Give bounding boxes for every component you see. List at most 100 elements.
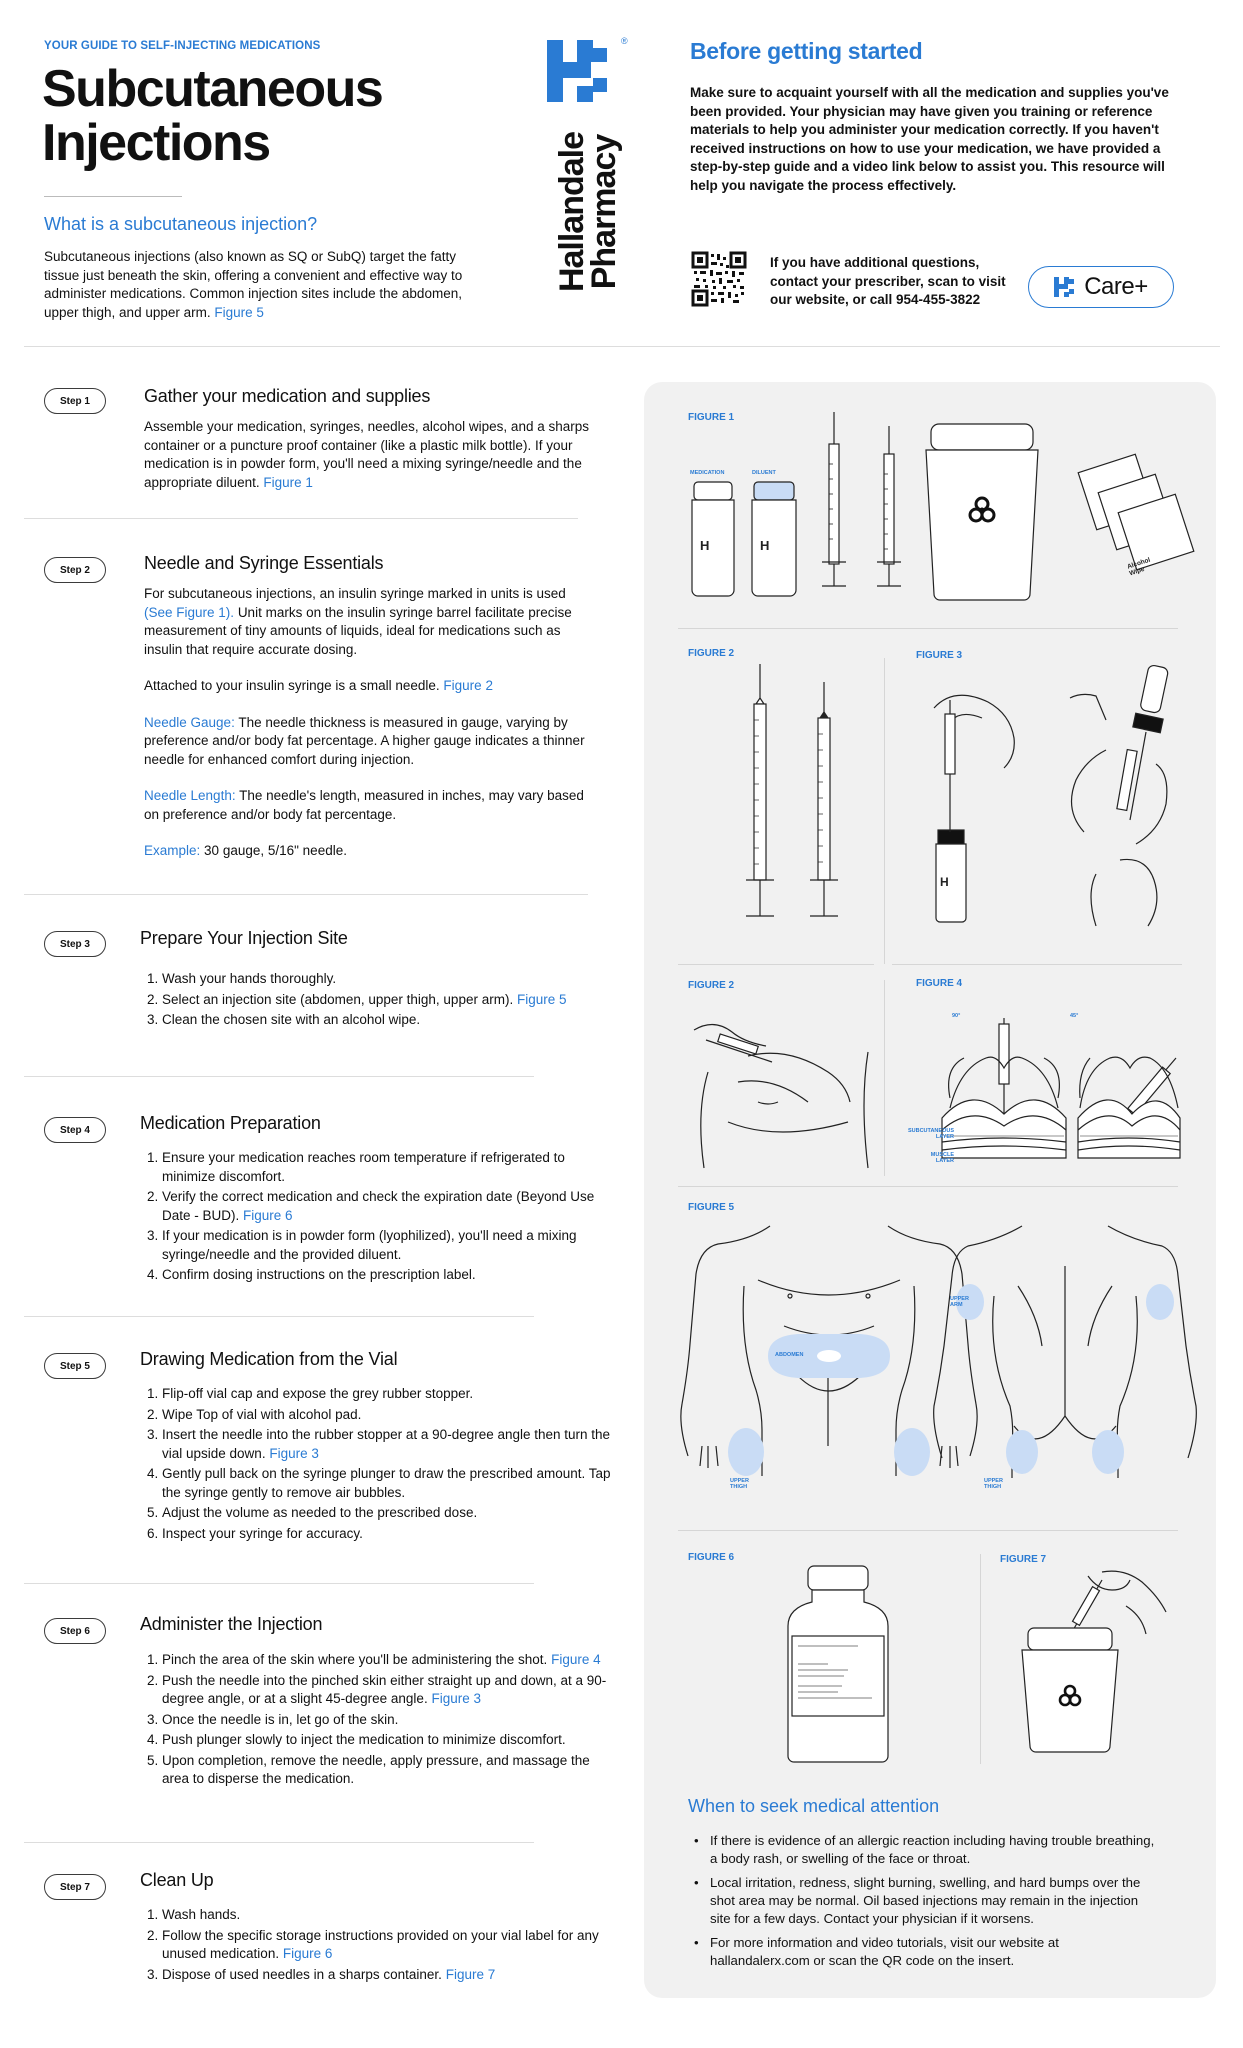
list-item: If there is evidence of an allergic reac… — [692, 1832, 1162, 1868]
list-item: Adjust the volume as needed to the presc… — [162, 1504, 614, 1523]
step-7-badge: Step 7 — [44, 1874, 106, 1900]
care-plus-button[interactable]: Care+ — [1028, 266, 1174, 308]
step-2-badge: Step 2 — [44, 557, 106, 583]
figure-2-link[interactable]: Figure 2 — [443, 678, 493, 693]
figure-link[interactable]: Figure 5 — [516, 991, 567, 1007]
injection-sites-illustration — [680, 1225, 1197, 1478]
list-item: If your medication is in powder form (ly… — [162, 1227, 604, 1264]
sharps-disposal-illustration — [1021, 1570, 1167, 1753]
panel-divider — [892, 964, 1182, 965]
step-1-title: Gather your medication and supplies — [144, 386, 431, 406]
panel-divider — [884, 658, 885, 964]
list-item: Dispose of used needles in a sharps cont… — [162, 1966, 614, 1985]
step-4-badge: Step 4 — [44, 1117, 106, 1143]
step-3-list: Wash your hands thoroughly. Select an inj… — [144, 970, 604, 1032]
list-item: Insert the needle into the rubber stoppe… — [162, 1426, 614, 1463]
medication-label: MEDICATION — [690, 470, 725, 476]
figure-link[interactable]: Figure 4 — [551, 1652, 601, 1667]
list-item: Inspect your syringe for accuracy. — [162, 1525, 614, 1544]
panel-divider — [678, 964, 874, 965]
injection-angles-illustration — [941, 1018, 1181, 1159]
list-item: Push plunger slowly to inject the medica… — [162, 1731, 614, 1750]
list-item: Upon completion, remove the needle, appl… — [162, 1752, 614, 1789]
figure-link[interactable]: Figure 3 — [431, 1691, 481, 1706]
list-item: Gently pull back on the syringe plunger … — [162, 1465, 614, 1502]
step-4-list: Ensure your medication reaches room temp… — [144, 1149, 604, 1287]
step-4-title: Medication Preparation — [140, 1113, 321, 1133]
see-figure-1-link[interactable]: (See Figure 1). — [144, 604, 235, 620]
step-3-title: Prepare Your Injection Site — [140, 928, 348, 948]
panel-divider — [678, 1530, 1178, 1531]
figure-4-label: FIGURE 4 — [916, 978, 963, 989]
pinch-inject-illustration — [693, 1023, 869, 1169]
list-item: Ensure your medication reaches room temp… — [162, 1149, 604, 1186]
list-item: Once the needle is in, let go of the ski… — [162, 1711, 614, 1730]
step-divider — [24, 894, 588, 895]
figure-7-label: FIGURE 7 — [1000, 1554, 1047, 1565]
contact-info: If you have additional questions, contac… — [770, 255, 1006, 307]
abdomen-label: ABDOMEN — [775, 1352, 804, 1358]
panel-divider — [678, 1186, 1178, 1187]
figure-link[interactable]: Figure 7 — [445, 1966, 496, 1982]
before-heading: Before getting started — [690, 38, 923, 64]
what-is-body: Subcutaneous injections (also known as S… — [44, 249, 463, 320]
step-3-badge: Step 3 — [44, 931, 106, 957]
care-logo-icon — [1054, 277, 1075, 297]
step-5-title: Drawing Medication from the Vial — [140, 1349, 398, 1369]
step-2-title: Needle and Syringe Essentials — [144, 553, 384, 573]
before-body: Make sure to acquaint yourself with all … — [690, 85, 1169, 193]
list-item: Push the needle into the pinched skin ei… — [162, 1672, 614, 1709]
list-item: Verify the correct medication and check … — [162, 1188, 604, 1225]
step-5-badge: Step 5 — [44, 1353, 106, 1379]
diluent-label: DILUENT — [752, 470, 776, 476]
step-divider — [24, 1316, 534, 1317]
list-item: Follow the specific storage instructions… — [162, 1927, 614, 1964]
panel-divider — [678, 628, 1178, 629]
figure-5-link[interactable]: Figure 5 — [214, 304, 264, 320]
svg-text:H: H — [700, 538, 709, 553]
supplies-illustration: H H — [691, 412, 1195, 601]
list-item: Select an injection site (abdomen, upper… — [162, 991, 604, 1010]
list-item: Wash your hands thoroughly. — [162, 970, 604, 989]
figure-link[interactable]: Figure 6 — [282, 1946, 333, 1961]
list-item: Confirm dosing instructions on the presc… — [162, 1266, 604, 1285]
step-2-body: For subcutaneous injections, an insulin … — [144, 586, 585, 858]
figure-1-link[interactable]: Figure 1 — [263, 474, 313, 490]
drawing-medication-illustration: H — [933, 664, 1169, 927]
step-6-list: Pinch the area of the skin where you'll … — [144, 1651, 614, 1791]
page-title: Subcutaneous Injections — [42, 60, 384, 172]
seek-attention-heading: When to seek medical attention — [688, 1796, 940, 1816]
step-5-list: Flip-off vial cap and expose the grey ru… — [144, 1385, 614, 1545]
list-item: Wipe Top of vial with alcohol pad. — [162, 1406, 614, 1425]
registered-mark: ® — [621, 36, 628, 46]
step-6-title: Administer the Injection — [140, 1614, 323, 1634]
what-is-heading: What is a subcutaneous injection? — [44, 214, 318, 234]
kicker: YOUR GUIDE TO SELF-INJECTING MEDICATIONS — [44, 40, 321, 52]
list-item: Flip-off vial cap and expose the grey ru… — [162, 1385, 614, 1404]
figure-1-label: FIGURE 1 — [688, 412, 735, 423]
step-1-body: Assemble your medication, syringes, need… — [144, 419, 589, 490]
panel-divider — [980, 1554, 981, 1764]
figure-2-repeat-label: FIGURE 2 — [688, 980, 735, 991]
figure-3-label: FIGURE 3 — [916, 650, 963, 661]
step-7-title: Clean Up — [140, 1870, 214, 1890]
forty-five-degree-label: 45° — [1070, 1013, 1079, 1019]
list-item: For more information and video tutorials… — [692, 1934, 1162, 1970]
qr-code-icon[interactable] — [691, 251, 747, 307]
pharmacy-logo-icon — [547, 40, 607, 102]
step-divider — [24, 1842, 534, 1843]
list-item: Local irritation, redness, slight burnin… — [692, 1874, 1162, 1928]
svg-text:H: H — [760, 538, 769, 553]
seek-attention-list: If there is evidence of an allergic reac… — [692, 1832, 1162, 1976]
figure-link[interactable]: Figure 3 — [269, 1445, 319, 1461]
figure-link[interactable]: Figure 6 — [243, 1207, 293, 1223]
ninety-degree-label: 90° — [952, 1013, 961, 1019]
step-1-badge: Step 1 — [44, 388, 106, 414]
vial-label-illustration — [787, 1565, 889, 1763]
header-divider — [24, 346, 1220, 347]
svg-text:H: H — [940, 875, 949, 889]
step-6-badge: Step 6 — [44, 1618, 106, 1644]
